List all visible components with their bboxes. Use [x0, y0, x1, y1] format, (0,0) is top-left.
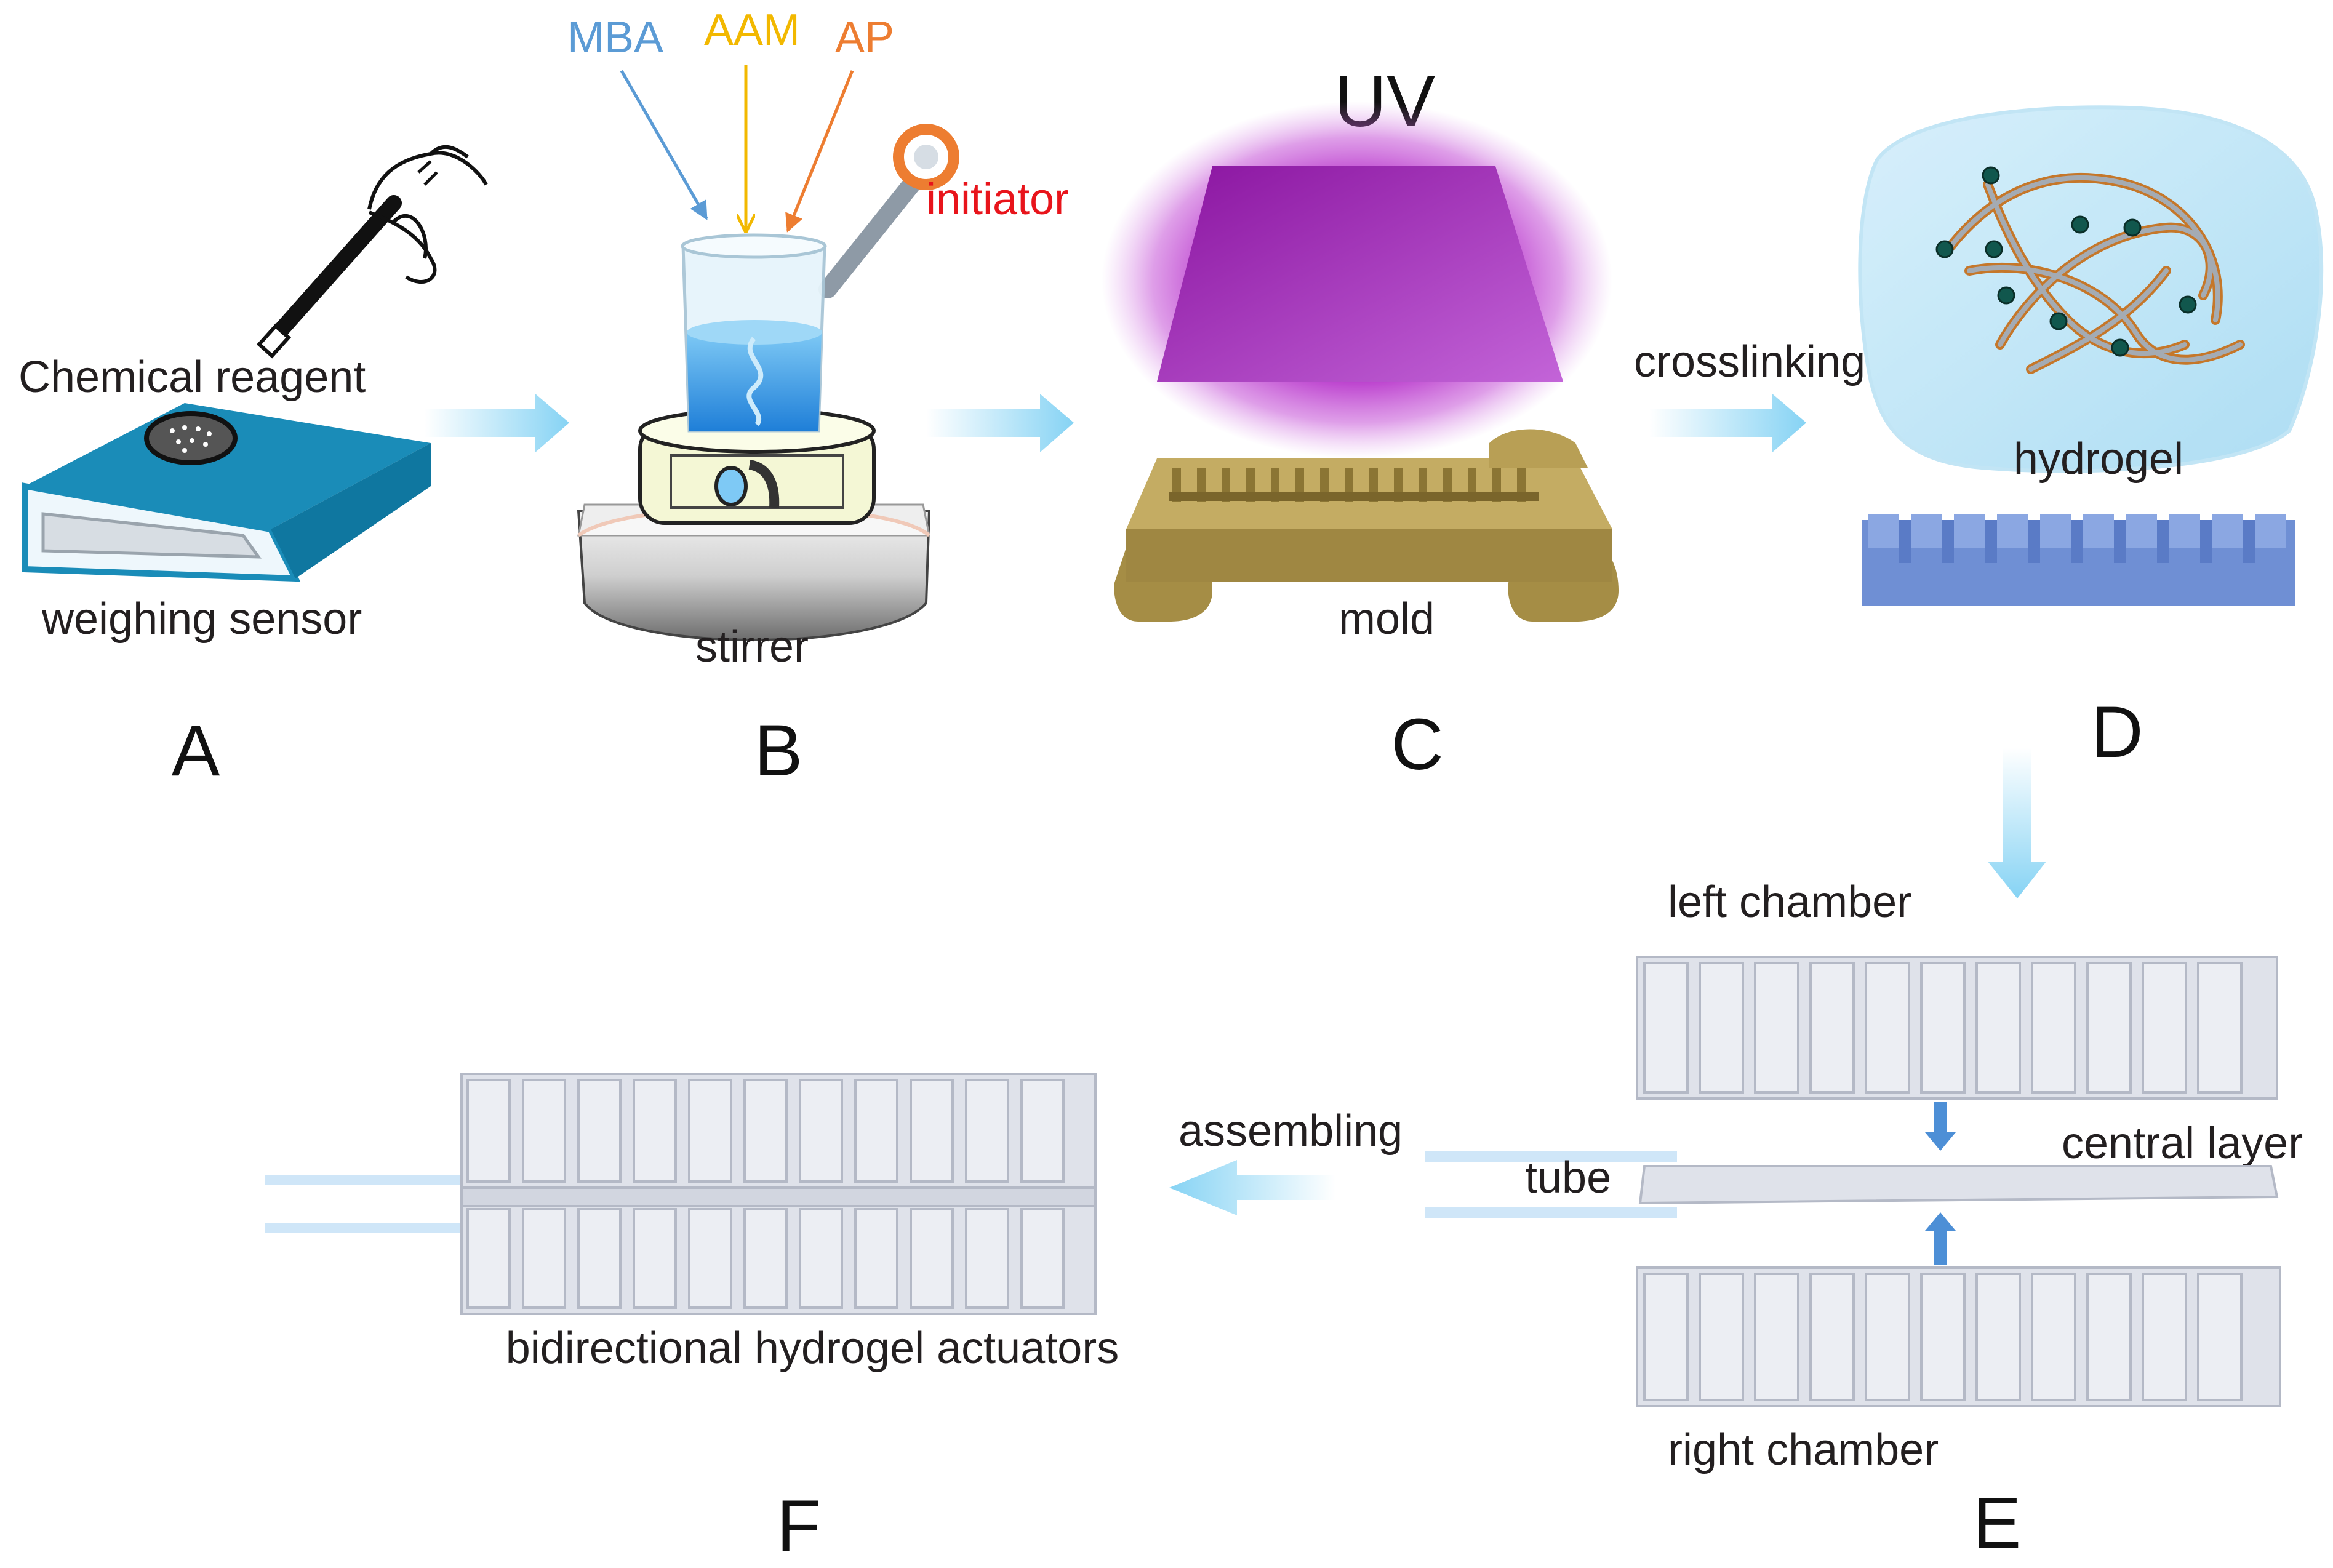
bidirectional-actuator-block: [460, 1073, 1097, 1315]
step-e-letter: E: [1973, 1482, 2022, 1564]
down-arrow-to-center: [1925, 1102, 1956, 1151]
mold-icon: [1114, 429, 1619, 622]
step-f-group: bidirectional hydrogel actuators F: [265, 1073, 1119, 1567]
mold-teeth: [1169, 468, 1539, 502]
step-c-letter: C: [1391, 704, 1443, 785]
tube-label: tube: [1525, 1153, 1611, 1202]
ap-label: AP: [835, 13, 894, 62]
mba-arrow: [620, 70, 708, 220]
step-b-group: MBA AAM AP initiator sti: [567, 6, 1069, 791]
assembling-label: assembling: [1179, 1106, 1403, 1156]
ap-arrow: [785, 70, 854, 233]
stirrer-label: stirrer: [695, 622, 809, 671]
crosslink-nodes: [1935, 166, 2197, 357]
central-layer-label: central layer: [2062, 1119, 2303, 1168]
flow-arrow-d-e: [1988, 748, 2046, 898]
tube-upper: [1425, 1151, 1677, 1162]
flow-arrow-e-f: [1169, 1160, 1335, 1215]
step-f-letter: F: [777, 1486, 821, 1567]
beaker-icon: [681, 233, 827, 433]
mold-label: mold: [1339, 594, 1435, 644]
up-arrow-to-center: [1925, 1212, 1956, 1265]
mba-label: MBA: [567, 13, 663, 62]
hydrogel-label: hydrogel: [2014, 434, 2183, 484]
weighing-sensor-label: weighing sensor: [41, 594, 362, 644]
step-c-group: UV mold C: [1102, 61, 1619, 785]
step-d-letter: D: [2091, 692, 2143, 773]
flow-arrow-c-d: [1649, 394, 1806, 452]
crosslinking-label: crosslinking: [1634, 337, 1865, 386]
flow-arrow-b-c: [926, 394, 1074, 452]
step-e-group: left chamber central layer tube: [1425, 878, 2303, 1564]
step-a-letter: A: [172, 710, 220, 791]
step-d-group: hydrogel D: [1858, 105, 2324, 773]
initiator-label: initiator: [926, 175, 1069, 224]
initiator-spoon-icon: [818, 124, 959, 298]
central-layer-sheet: [1638, 1165, 2279, 1205]
uv-lamp-panel: [1157, 166, 1563, 382]
hand-icon: [256, 145, 488, 359]
polymer-network: [1946, 172, 2245, 374]
flow-arrow-a-b: [425, 394, 569, 452]
aam-label: AAM: [704, 6, 800, 55]
right-chamber-block: [1636, 1266, 2281, 1407]
left-chamber-block: [1636, 956, 2278, 1100]
hydrogel-comb-strip: [1862, 514, 2295, 606]
actuator-tube-upper: [265, 1175, 511, 1185]
left-chamber-label: left chamber: [1668, 878, 1911, 927]
tube-lower: [1425, 1207, 1677, 1218]
right-chamber-label: right chamber: [1668, 1425, 1939, 1474]
weighing-sensor-icon: [22, 403, 431, 582]
actuators-label: bidirectional hydrogel actuators: [506, 1324, 1119, 1373]
magnetic-stirrer-icon: [577, 408, 931, 641]
step-a-group: Chemical reagent weighing sensor A: [18, 145, 488, 791]
chemical-reagent-label: Chemical reagent: [18, 353, 366, 402]
actuator-tube-lower: [265, 1223, 511, 1233]
step-b-letter: B: [754, 710, 803, 791]
